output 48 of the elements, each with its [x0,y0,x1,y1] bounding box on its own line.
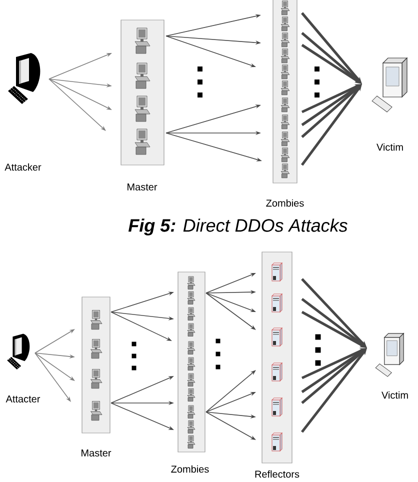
computer-icon [280,0,290,16]
computer-icon [134,62,150,89]
panel-label: Zombies [171,465,209,473]
computer-icon [187,373,196,386]
computer-label: Attacter [6,396,40,402]
server-icon [272,262,282,282]
server-icon [272,294,282,312]
computer-icon [280,80,290,96]
computer-icon [187,341,196,354]
computer-icon [90,310,102,330]
server-icon [272,362,282,382]
computer-icon [187,357,196,370]
computer-label: Attacker [4,163,42,171]
server-icon [272,398,282,416]
computer-icon [280,114,290,130]
computer-icon [8,53,40,104]
panel-label: Reflectors [255,470,300,478]
computer-icon [90,401,102,421]
computer-icon [280,148,290,162]
computer-icon [280,48,290,64]
computer-icon [187,420,196,434]
computer-icon [280,16,290,32]
computer-icon [187,291,196,304]
computer-icon [187,435,196,448]
panel-label: Master [82,450,112,456]
computer-icon [280,164,290,178]
panel-label: Master [128,184,158,190]
computer-icon [187,276,196,290]
computer-icon [187,307,196,320]
computer-icon [187,388,196,402]
panel-label: Zombies [266,199,304,207]
computer-icon [187,405,196,418]
computer-icon [280,132,290,146]
computer-label: Victim [382,391,408,399]
computer-icon [90,339,102,359]
computer-icon [280,98,290,112]
server-icon [272,432,282,452]
arrow [48,78,106,131]
computer-label: Victim [376,143,403,151]
computer-icon [134,128,150,155]
computer-icon [187,323,196,336]
computer-icon [134,28,150,54]
server-icon [272,328,282,346]
computer-icon [280,64,290,80]
computer-icon [134,96,150,122]
computer-icon [90,369,102,389]
computer-icon [280,32,290,48]
figure-caption: Fig 5: Direct DDOs Attacks [128,218,348,236]
